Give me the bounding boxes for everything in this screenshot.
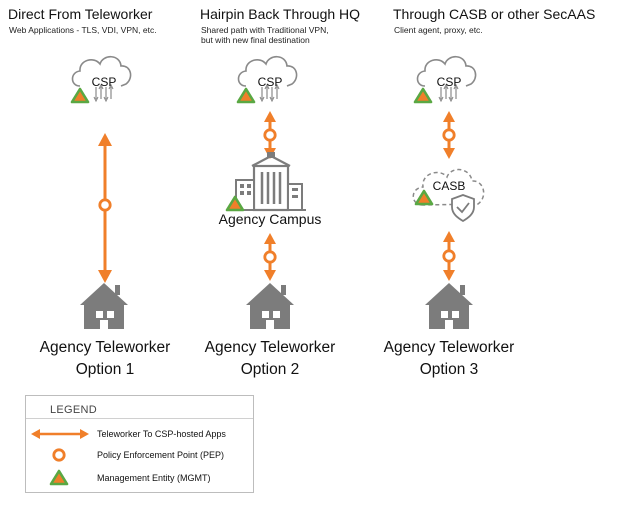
- legend-item-arrow-label: Teleworker To CSP-hosted Apps: [97, 429, 226, 439]
- option2-subtitle-line1: Shared path with Traditional VPN,: [201, 25, 329, 35]
- option2-title: Hairpin Back Through HQ: [200, 6, 361, 22]
- option2-subtitle-line2: but with new final destination: [201, 35, 310, 45]
- shield-check-icon: [451, 194, 475, 223]
- option1-title: Direct From Teleworker: [8, 6, 153, 22]
- option2-campus-building-icon: [225, 152, 306, 212]
- option3-subtitle: Client agent, proxy, etc.: [394, 25, 483, 35]
- option3-casb-cloud: CASB: [412, 168, 485, 223]
- option3-mgmt-icon: [413, 87, 433, 104]
- option1-cloud-label: CSP: [92, 75, 117, 89]
- option3-title: Through CASB or other SecAAS: [393, 6, 596, 22]
- option3-upper-pep-icon: [442, 128, 456, 142]
- option3-house-icon: [425, 283, 473, 329]
- legend-double-arrow-icon: [31, 429, 89, 439]
- legend-item-mgmt-label: Management Entity (MGMT): [97, 473, 211, 483]
- option2-csp-cloud: CSP: [236, 55, 298, 104]
- option2-campus-label: Agency Campus: [219, 211, 322, 227]
- option2-lower-arrow: [263, 233, 277, 281]
- legend-divider: [26, 418, 253, 419]
- option3-csp-cloud: CSP: [413, 55, 477, 104]
- option2-house-icon: [246, 283, 294, 329]
- option3-lower-pep-icon: [442, 249, 456, 263]
- legend-box: [25, 395, 254, 493]
- option2-lower-pep-icon: [263, 250, 277, 264]
- option2-mgmt-icon: [236, 87, 256, 104]
- option2-endpoint-label: Agency Teleworker: [204, 339, 336, 356]
- option3-endpoint-label: Agency Teleworker: [383, 339, 515, 356]
- option3-upper-arrow: [442, 111, 456, 159]
- option1-csp-cloud: CSP: [70, 55, 132, 104]
- option2-option-label: Option 2: [240, 361, 300, 378]
- legend-title: LEGEND: [50, 404, 98, 416]
- option1-endpoint-label: Agency Teleworker: [39, 339, 171, 356]
- option3-casb-label: CASB: [433, 179, 466, 193]
- option2-upper-pep-icon: [263, 128, 277, 142]
- option1-house-icon: [80, 283, 128, 329]
- option3-lower-arrow: [442, 231, 456, 281]
- option1-flow-arrow: [98, 133, 112, 283]
- option1-subtitle: Web Applications - TLS, VDI, VPN, etc.: [9, 25, 157, 35]
- option1-mgmt-icon: [70, 87, 90, 104]
- option2-cloud-label: CSP: [258, 75, 283, 89]
- option3-option-label: Option 3: [419, 361, 479, 378]
- option1-option-label: Option 1: [75, 361, 135, 378]
- option1-pep-icon: [98, 198, 112, 212]
- legend-item-pep-label: Policy Enforcement Point (PEP): [97, 450, 225, 460]
- option3-cloud-label: CSP: [437, 75, 462, 89]
- option2-upper-arrow: [263, 111, 277, 159]
